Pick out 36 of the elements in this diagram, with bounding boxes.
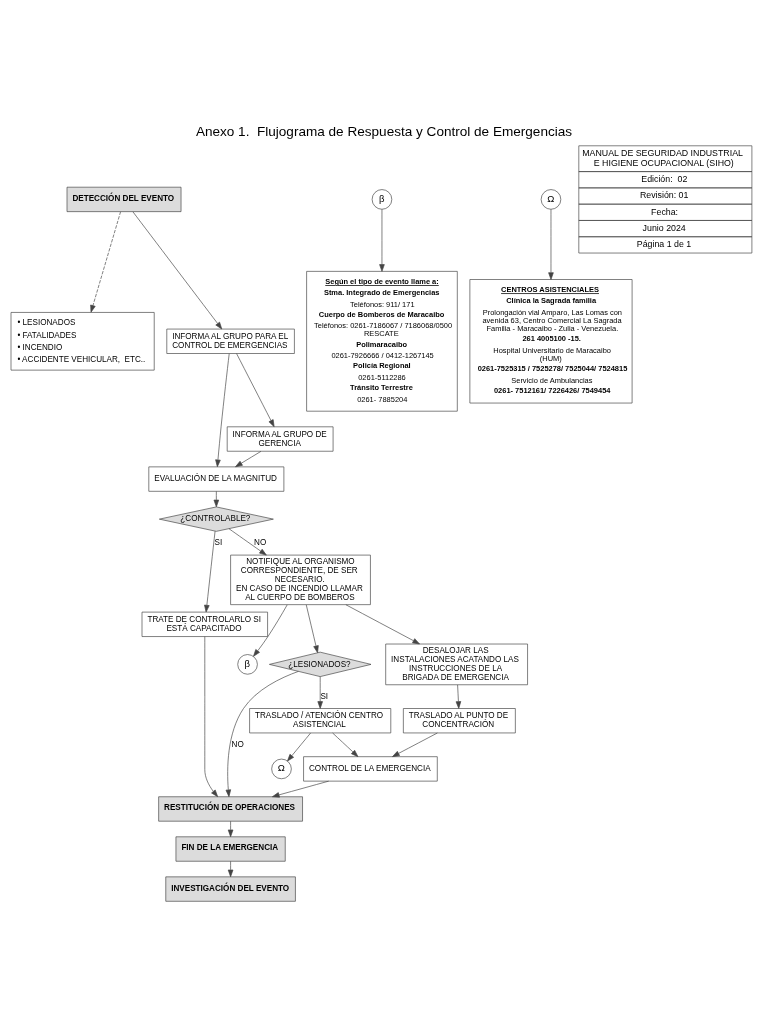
arrow xyxy=(132,211,223,330)
arrow xyxy=(253,604,288,657)
arrow xyxy=(455,684,462,709)
node-box: CENTROS ASISTENCIALES Clínica la Sagrada familia Prolongación vial Amparo, Las Lomas con avenida 63, Centro Comercial La Sagrada Familia - Maracaibo - Zulia - Venezuela. 261 4005100 -15. Hospital Universitario de Maracaibo (HUM) 0261-7525315 / 7525278/ 7525044/ 7524815 Servicio de Ambulancias 0261- 7512161/ 7226426/ 7549454 xyxy=(469,279,633,404)
arrow xyxy=(287,732,311,762)
arrow xyxy=(228,528,267,556)
label: Página 1 de 1 xyxy=(636,239,692,250)
label: Revisión: 01 xyxy=(639,190,689,201)
arrow xyxy=(305,604,319,653)
arrow xyxy=(235,451,262,468)
node-circle: Ω xyxy=(540,189,562,210)
label: MANUAL DE SEGURIDAD INDUSTRIAL E HIGIENE OCUPACIONAL (SIHO) xyxy=(582,148,743,168)
label: Fecha: xyxy=(651,206,679,217)
node-circle: β xyxy=(371,189,393,210)
arrow xyxy=(213,491,220,508)
arrow xyxy=(345,604,420,645)
label: Edición: 02 xyxy=(641,174,688,185)
arrow xyxy=(227,860,234,878)
node-circle: Ω xyxy=(271,758,292,780)
node-box: Según el tipo de evento llame a: Stma. Integrado de Emergencias Teléfonos: 911/ 171 Cuerpo de Bomberos de Maracaibo Teléfonos: 0261-7186067 / 7186068/0500 RESCATE Polimaracaibo 0261-7926666 / 0412-1267145 Policía Regional 0261-5112286 Tránsito Terrestre 0261- 7885204 xyxy=(306,271,458,412)
arrow xyxy=(272,780,329,798)
arrow xyxy=(236,353,275,427)
arrow xyxy=(215,353,230,468)
arrow xyxy=(392,732,438,757)
label: Junio 2024 xyxy=(642,222,686,233)
diagram-title: Anexo 1. Flujograma de Respuesta y Control de Emergencias xyxy=(195,124,573,140)
arrow xyxy=(90,211,121,313)
arrow xyxy=(379,208,385,272)
arrow xyxy=(225,671,299,797)
arrow xyxy=(317,676,323,709)
arrow xyxy=(227,820,234,838)
arrow xyxy=(204,530,216,613)
node-circle: β xyxy=(237,654,258,675)
arrow xyxy=(204,636,219,798)
arrow xyxy=(548,208,554,280)
arrow xyxy=(332,732,359,757)
